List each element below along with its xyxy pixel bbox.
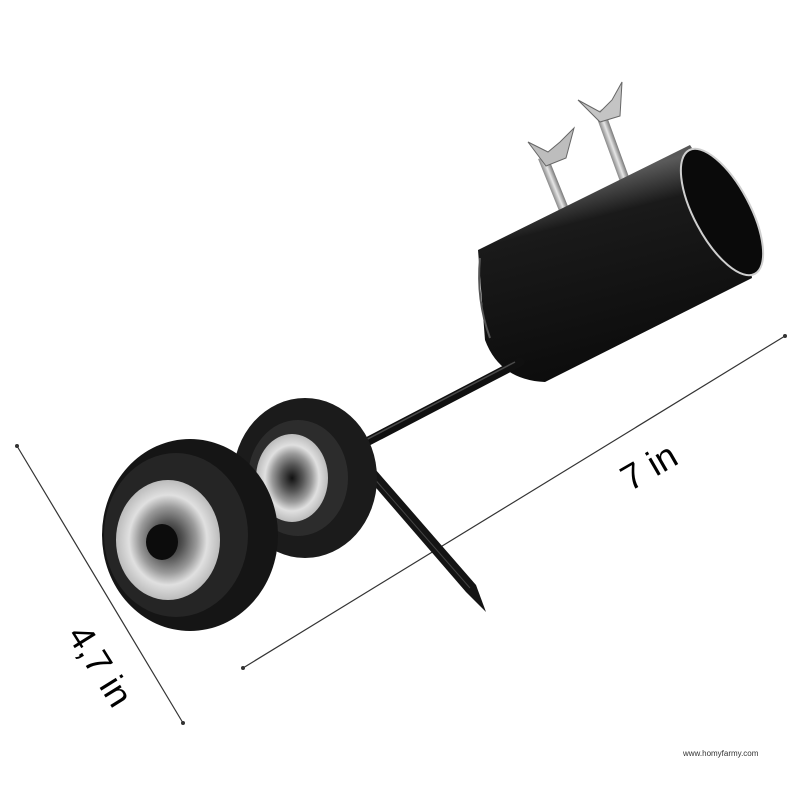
watermark: www.homyfarmy.com: [683, 749, 759, 758]
socket-cylinder: [478, 145, 765, 382]
dimension-line-height: [15, 444, 185, 725]
wing-nut-left: [527, 126, 575, 215]
dimension-line-length: [241, 334, 787, 670]
front-wheel: [102, 439, 278, 631]
wing-nut-right: [577, 81, 630, 183]
